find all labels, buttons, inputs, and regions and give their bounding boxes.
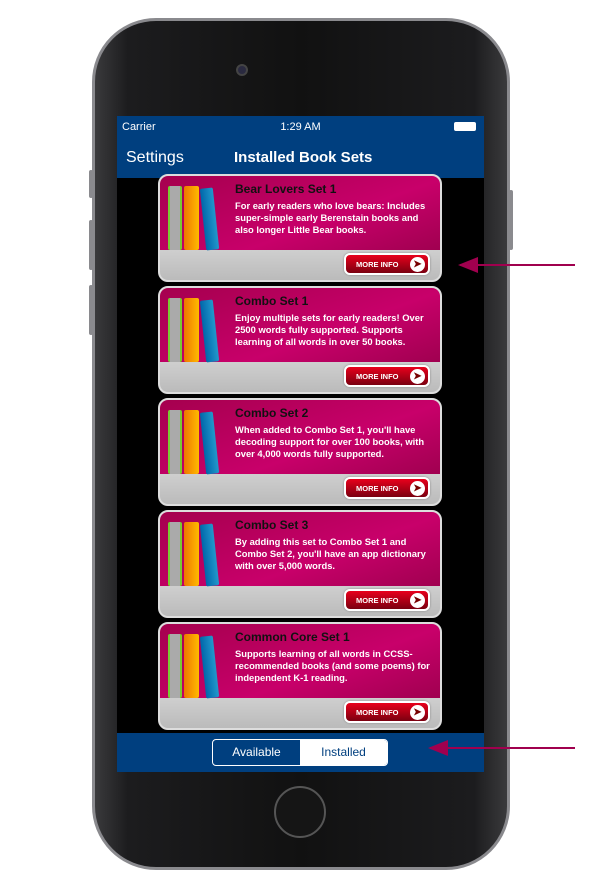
card-description: Supports learning of all words in CCSS-r… [235,648,430,683]
more-info-label: MORE INFO [356,708,399,717]
page-title: Installed Book Sets [234,149,373,166]
books-icon [168,632,220,699]
card-title: Combo Set 2 [235,406,309,420]
card-description: By adding this set to Combo Set 1 and Co… [235,536,426,571]
more-info-button[interactable]: MORE INFO ➤ [344,589,430,611]
card-title: Common Core Set 1 [235,630,350,644]
card-description: For early readers who love bears: Includ… [235,200,426,235]
arrow-right-icon: ➤ [410,705,425,720]
carrier-label: Carrier [122,121,156,133]
battery-icon [454,122,476,131]
settings-back-button[interactable]: Settings [126,149,184,166]
tab-bar: Available Installed [117,733,484,772]
time-label: 1:29 AM [280,121,321,133]
status-bar: Carrier 1:29 AM [117,116,484,138]
segment-installed[interactable]: Installed [300,740,387,765]
more-info-button[interactable]: MORE INFO ➤ [344,477,430,499]
card-title: Bear Lovers Set 1 [235,182,337,196]
nav-bar: Settings Installed Book Sets [117,138,484,178]
camera-icon [236,64,248,76]
more-info-label: MORE INFO [356,372,399,381]
card-header: Common Core Set 1 Supports learning of a… [160,624,440,699]
power-button [509,190,513,250]
card-header: Bear Lovers Set 1 For early readers who … [160,176,440,251]
more-info-label: MORE INFO [356,260,399,269]
more-info-label: MORE INFO [356,484,399,493]
book-set-card[interactable]: Combo Set 1 Enjoy multiple sets for earl… [158,286,442,394]
screen: Carrier 1:29 AM Settings Installed Book … [117,116,484,772]
books-icon [168,184,220,251]
arrow-right-icon: ➤ [410,481,425,496]
card-title: Combo Set 1 [235,294,309,308]
more-info-button[interactable]: MORE INFO ➤ [344,701,430,723]
card-header: Combo Set 1 Enjoy multiple sets for earl… [160,288,440,363]
segment-available[interactable]: Available [232,745,281,759]
more-info-button[interactable]: MORE INFO ➤ [344,253,430,275]
arrow-right-icon: ➤ [410,369,425,384]
home-button[interactable] [274,786,326,838]
volume-up-button [89,220,93,270]
volume-down-button [89,285,93,335]
annotation-arrow [428,740,575,756]
book-set-card[interactable]: Combo Set 3 By adding this set to Combo … [158,510,442,618]
more-info-button[interactable]: MORE INFO ➤ [344,365,430,387]
card-description: When added to Combo Set 1, you'll have d… [235,424,425,459]
book-set-card[interactable]: Combo Set 2 When added to Combo Set 1, y… [158,398,442,506]
books-icon [168,408,220,475]
books-icon [168,520,220,587]
book-set-card[interactable]: Bear Lovers Set 1 For early readers who … [158,174,442,282]
books-icon [168,296,220,363]
mute-switch [89,170,93,198]
more-info-label: MORE INFO [356,596,399,605]
card-header: Combo Set 3 By adding this set to Combo … [160,512,440,587]
book-set-card[interactable]: Common Core Set 1 Supports learning of a… [158,622,442,730]
card-description: Enjoy multiple sets for early readers! O… [235,312,424,347]
card-title: Combo Set 3 [235,518,309,532]
arrow-right-icon: ➤ [410,593,425,608]
arrow-right-icon: ➤ [410,257,425,272]
card-header: Combo Set 2 When added to Combo Set 1, y… [160,400,440,475]
segmented-control: Available Installed [212,739,388,766]
annotation-arrow [458,257,575,273]
